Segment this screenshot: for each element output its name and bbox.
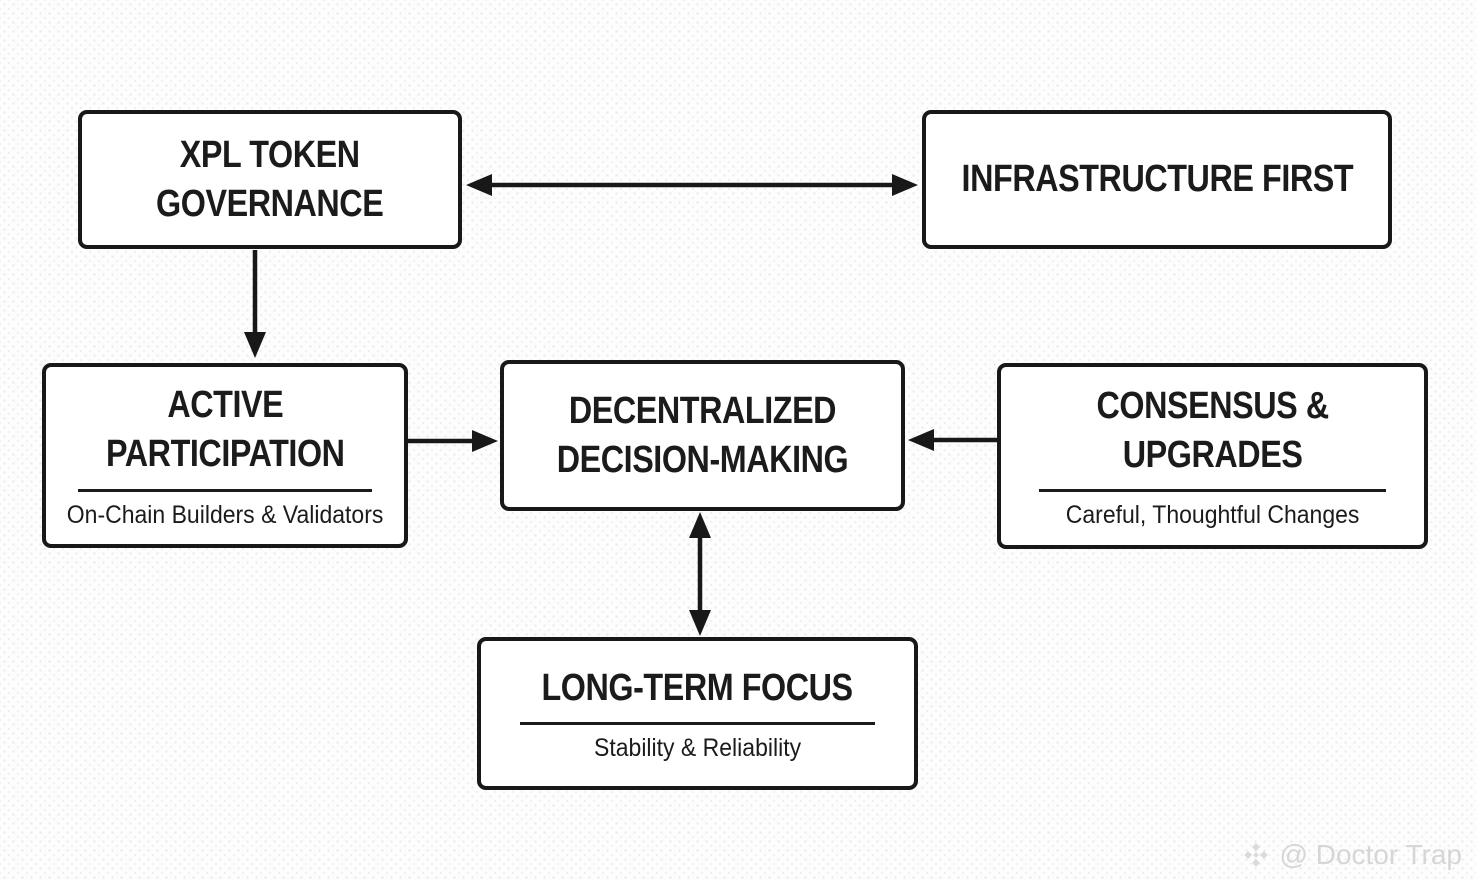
arrow-decision-longterm xyxy=(689,512,711,636)
node-subtitle: On-Chain Builders & Validators xyxy=(66,500,384,529)
arrow-governance-infrastructure xyxy=(466,174,918,196)
node-divider xyxy=(1039,489,1386,493)
node-title: LONG-TERM FOCUS xyxy=(541,666,854,709)
node-divider xyxy=(78,488,372,492)
arrow-consensus-decision xyxy=(908,429,997,451)
node-decentralized-decision-making: DECENTRALIZED DECISION-MAKING xyxy=(500,360,905,511)
node-title: DECENTRALIZED DECISION-MAKING xyxy=(556,389,849,481)
watermark: @ Doctor Trap xyxy=(1241,839,1462,871)
node-active-participation: ACTIVE PARTICIPATION On-Chain Builders &… xyxy=(42,363,408,548)
arrow-governance-participation xyxy=(244,250,266,358)
node-title: INFRASTRUCTURE FIRST xyxy=(961,158,1353,201)
node-title: ACTIVE PARTICIPATION xyxy=(105,384,345,475)
node-divider xyxy=(519,722,876,726)
node-title: XPL TOKEN GOVERNANCE xyxy=(156,133,384,225)
node-long-term-focus: LONG-TERM FOCUS Stability & Reliability xyxy=(477,637,918,790)
node-infrastructure-first: INFRASTRUCTURE FIRST xyxy=(922,110,1392,249)
node-xpl-token-governance: XPL TOKEN GOVERNANCE xyxy=(78,110,462,249)
watermark-text: @ Doctor Trap xyxy=(1279,839,1462,870)
node-subtitle: Stability & Reliability xyxy=(593,734,802,763)
node-subtitle: Careful, Thoughtful Changes xyxy=(1065,501,1360,530)
arrow-participation-decision xyxy=(408,430,498,452)
node-title: CONSENSUS & UPGRADES xyxy=(1096,384,1329,476)
diamond-logo-icon xyxy=(1241,840,1271,870)
node-consensus-upgrades: CONSENSUS & UPGRADES Careful, Thoughtful… xyxy=(997,363,1428,549)
